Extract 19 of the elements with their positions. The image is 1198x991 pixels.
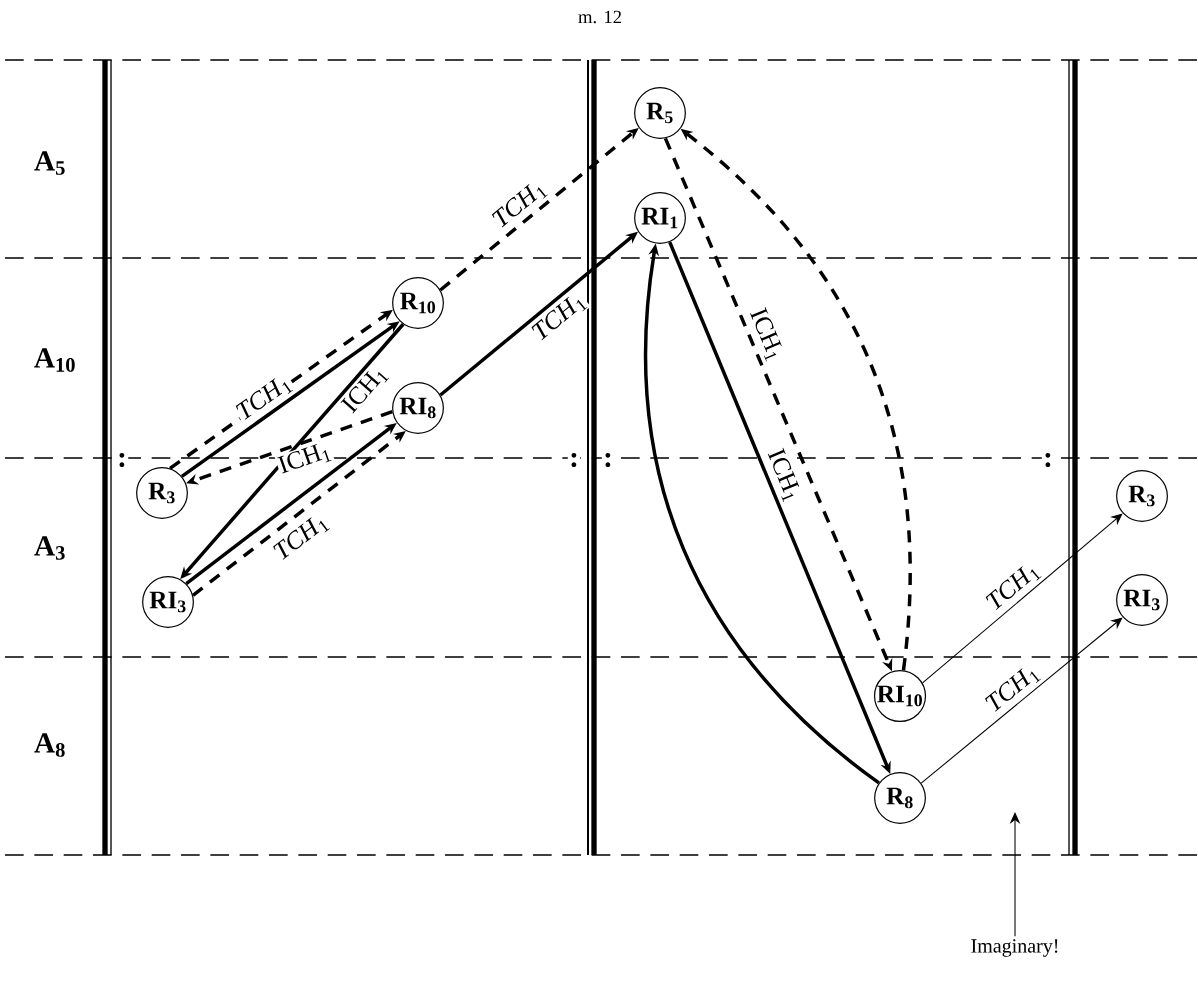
arrow: [922, 513, 1123, 684]
edge-label: ICH$_{1}$: [337, 361, 393, 419]
row-label: A$_{10}$: [32, 346, 78, 374]
arrow: [920, 617, 1123, 784]
edge-label: ICH$_{1}$: [744, 304, 788, 365]
edge-label: ICH$_{1}$: [762, 445, 806, 506]
colon-mark: :: [1041, 451, 1055, 469]
row-label: A$_{5}$: [32, 149, 68, 177]
row-label: A$_{3}$: [32, 534, 68, 562]
edge-label: TCH$_{1}$: [231, 370, 297, 426]
colon-mark: :: [567, 451, 581, 469]
colon-mark: :: [601, 451, 615, 469]
edge-label: TCH$_{1}$: [269, 509, 334, 566]
row-label: A$_{8}$: [32, 731, 68, 759]
annotation-text: Imaginary!: [971, 939, 1058, 957]
edge-label: TCH$_{1}$: [527, 288, 591, 347]
edge-label: ICH$_{1}$: [274, 438, 335, 479]
page-number: m. 12: [576, 9, 624, 25]
colon-mark: :: [115, 451, 129, 469]
